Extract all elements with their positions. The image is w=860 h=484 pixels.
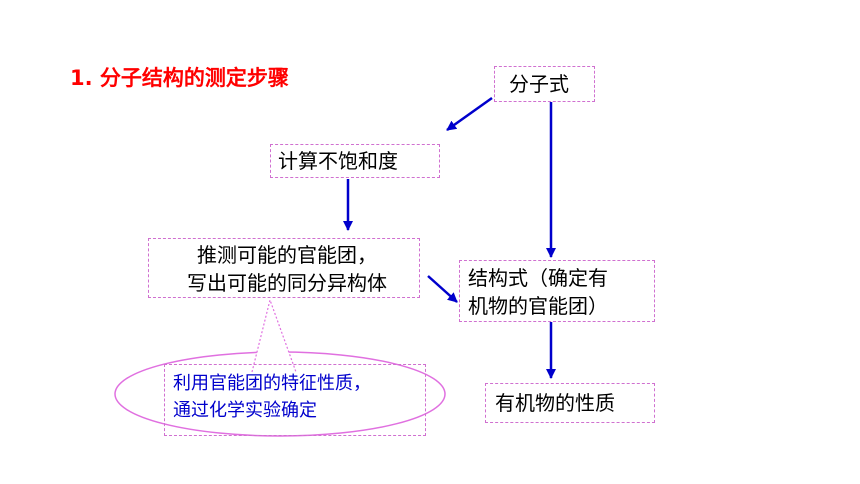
node-label-line-2: 写出可能的同分异构体 (187, 271, 387, 295)
arrow-formula-to-unsat (446, 96, 493, 132)
page-title: 1. 分子结构的测定步骤 (70, 66, 289, 90)
node-label-line-1: 推测可能的官能团， (197, 243, 377, 267)
node-label: 计算不饱和度 (278, 149, 398, 173)
node-molecular-formula: 分子式 (494, 66, 595, 102)
node-organic-properties: 有机物的性质 (485, 383, 655, 423)
callout-line-2: 通过化学实验确定 (173, 400, 317, 421)
node-label-line-1: 结构式（确定有 (468, 266, 608, 290)
callout-pointer (251, 297, 297, 373)
node-label-line-2: 机物的官能团） (468, 294, 608, 318)
callout-line-1: 利用官能团的特征性质， (173, 373, 371, 394)
node-label: 有机物的性质 (495, 391, 615, 415)
node-infer-functional-groups: 推测可能的官能团， 写出可能的同分异构体 (148, 238, 420, 298)
node-calculate-unsaturation: 计算不饱和度 (270, 144, 440, 178)
node-label: 分子式 (509, 72, 569, 96)
arrow-infer-to-structure (427, 275, 458, 303)
callout-chemical-experiment: 利用官能团的特征性质， 通过化学实验确定 (164, 364, 426, 436)
node-structural-formula: 结构式（确定有 机物的官能团） (459, 260, 655, 322)
